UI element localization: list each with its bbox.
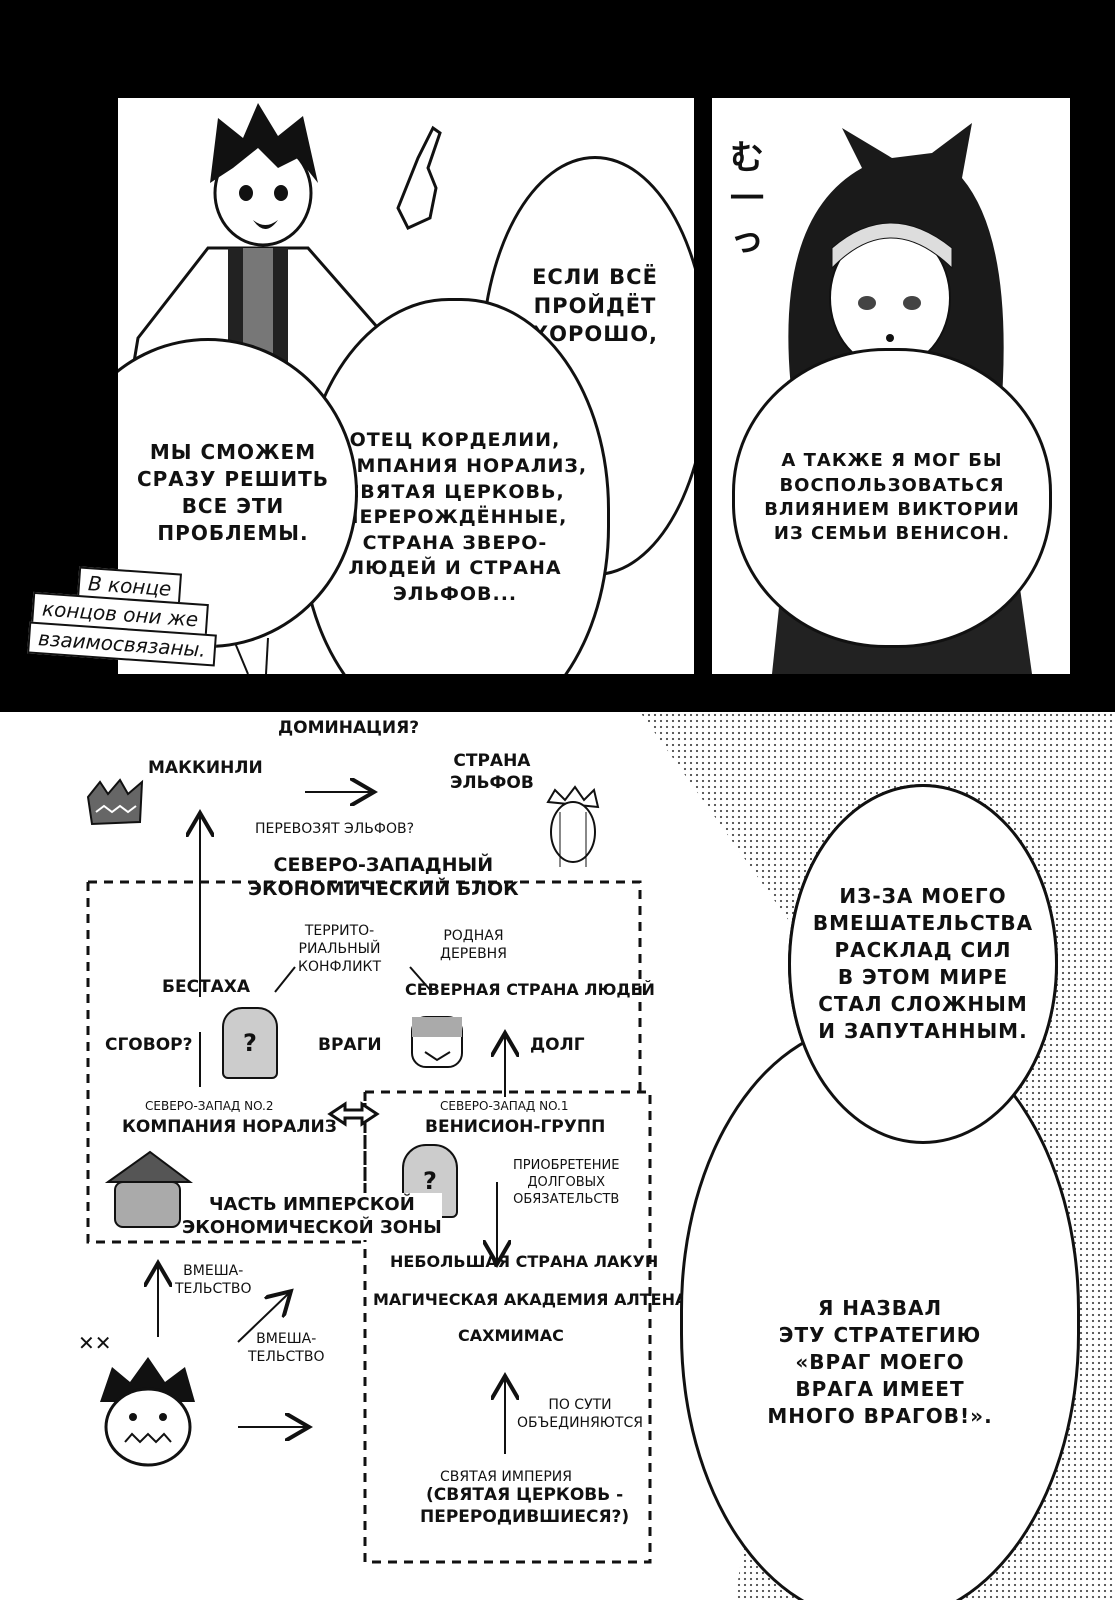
speech-bubble-world-balance-front: ИЗ-ЗА МОЕГО ВМЕШАТЕЛЬСТВА РАСКЛАД СИЛ В …: [788, 784, 1058, 1144]
label-noraliz-company: КОМПАНИЯ НОРАЛИЗ: [122, 1117, 337, 1137]
elf-king-icon: [546, 785, 600, 867]
label-venison-group: ВЕНИСИОН-ГРУПП: [425, 1117, 606, 1137]
panel-1: ЕСЛИ ВСЁ ПРОЙДЁТ ХОРОШО, ОТЕЦ КОРДЕЛИИ, …: [118, 98, 694, 674]
label-imperial-zone: ЧАСТЬ ИМПЕРСКОЙ ЭКОНОМИЧЕСКОЙ ЗОНЫ: [182, 1193, 442, 1240]
label-debt: ДОЛГ: [530, 1035, 585, 1055]
dizzy-marks: ✕✕: [78, 1331, 112, 1355]
speech-bubble: А ТАКЖЕ Я МОГ БЫ ВОСПОЛЬЗОВАТЬСЯ ВЛИЯНИЕ…: [732, 348, 1052, 648]
label-enemies: ВРАГИ: [318, 1035, 382, 1055]
label-lakun: НЕБОЛЬШАЯ СТРАНА ЛАКУН: [390, 1252, 659, 1271]
label-northwest-2: СЕВЕРО-ЗАПАД NO.2: [145, 1099, 274, 1113]
bestaha-hooded-icon: ?: [222, 1007, 278, 1079]
label-transport-elves: ПЕРЕВОЗЯТ ЭЛЬФОВ?: [255, 821, 415, 837]
label-debt-acquisition: ПРИОБРЕТЕНИЕ ДОЛГОВЫХ ОБЯЗАТЕЛЬСТВ: [513, 1158, 620, 1207]
speech-text: А ТАКЖЕ Я МОГ БЫ ВОСПОЛЬЗОВАТЬСЯ ВЛИЯНИЕ…: [764, 450, 1020, 545]
north-human-king-icon: [411, 1016, 463, 1068]
panel-3-diagram: ? ? ✕✕ ДОМИНАЦИЯ? МАККИНЛИ СТРАНА ЭЛЬФОВ…: [0, 712, 1115, 1600]
label-sahmimas: САХМИМАС: [458, 1326, 564, 1345]
label-intervention-1: ВМЕША- ТЕЛЬСТВО: [175, 1263, 252, 1298]
label-altena-academy: МАГИЧЕСКАЯ АКАДЕМИЯ АЛТЕНА: [373, 1290, 688, 1309]
label-elf-country: СТРАНА ЭЛЬФОВ: [450, 751, 534, 794]
speech-text: ИЗ-ЗА МОЕГО ВМЕШАТЕЛЬСТВА РАСКЛАД СИЛ В …: [812, 884, 1034, 1043]
noraliz-merchant-icon: [104, 1150, 193, 1228]
speech-text: ОТЕЦ КОРДЕЛИИ, КОМПАНИЯ НОРАЛИЗ, СВЯТАЯ …: [322, 429, 588, 606]
panel-2: む一っ А ТАКЖЕ Я МОГ БЫ ВОСПОЛЬЗОВАТЬСЯ ВЛИ…: [712, 98, 1070, 674]
speech-text: Я НАЗВАЛ ЭТУ СТРАТЕГИЮ «ВРАГ МОЕГО ВРАГА…: [767, 1295, 993, 1428]
label-northwest-1: СЕВЕРО-ЗАПАД NO.1: [440, 1099, 569, 1113]
protagonist-grin-icon: [100, 1357, 195, 1467]
label-north-human-country: СЕВЕРНАЯ СТРАНА ЛЮДЕЙ: [405, 980, 655, 999]
mckinley-wolf-icon: [86, 778, 144, 826]
label-intervention-2: ВМЕША- ТЕЛЬСТВО: [248, 1331, 325, 1366]
label-home-village: РОДНАЯ ДЕРЕВНЯ: [440, 928, 507, 963]
label-mckinley: МАККИНЛИ: [148, 758, 263, 778]
label-bestaha: БЕСТАХА: [162, 977, 251, 997]
diagram-lines: [86, 712, 652, 1564]
label-territorial-conflict: ТЕРРИТО- РИАЛЬНЫЙ КОНФЛИКТ: [298, 923, 382, 976]
speech-text: МЫ СМОЖЕМ СРАЗУ РЕШИТЬ ВСЕ ЭТИ ПРОБЛЕМЫ.: [136, 440, 330, 545]
label-domination: ДОМИНАЦИЯ?: [278, 718, 420, 738]
speech-text: ЕСЛИ ВСЁ ПРОЙДЁТ ХОРОШО,: [531, 265, 659, 347]
sound-effect: む一っ: [730, 138, 764, 260]
label-holy-church: (СВЯТАЯ ЦЕРКОВЬ - ПЕРЕРОДИВШИЕСЯ?): [420, 1485, 630, 1528]
label-uniting: ПО СУТИ ОБЪЕДИНЯЮТСЯ: [517, 1397, 643, 1432]
label-collusion: СГОВОР?: [105, 1035, 193, 1055]
label-holy-empire: СВЯТАЯ ИМПЕРИЯ: [440, 1469, 572, 1485]
speech-bubble-left: МЫ СМОЖЕМ СРАЗУ РЕШИТЬ ВСЕ ЭТИ ПРОБЛЕМЫ.: [118, 338, 358, 648]
label-northwest-bloc: СЕВЕРО-ЗАПАДНЫЙ ЭКОНОМИЧЕСКИЙ БЛОК: [248, 854, 519, 900]
